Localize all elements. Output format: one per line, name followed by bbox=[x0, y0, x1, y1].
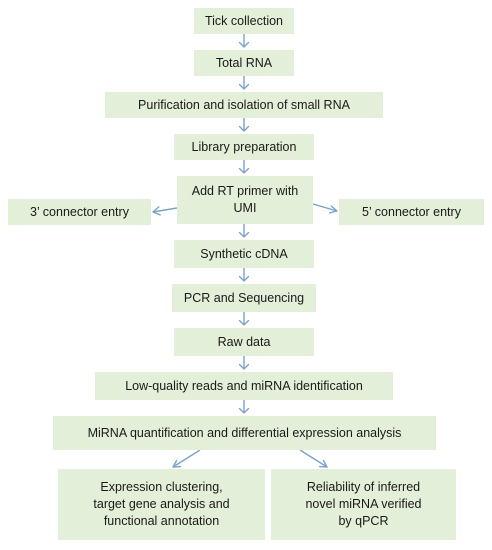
arrow-pcr-to-raw bbox=[238, 312, 250, 326]
arrow-quantification-to-clustering bbox=[172, 449, 201, 468]
pcr-sequencing-box: PCR and Sequencing bbox=[172, 284, 316, 312]
arrow-raw-to-lowquality bbox=[238, 356, 250, 370]
total-rna-box: Total RNA bbox=[194, 50, 294, 76]
arrow-rt-primer-to-5-connector bbox=[312, 203, 338, 214]
reliability-box: Reliability of inferred novel miRNA veri… bbox=[271, 469, 456, 540]
three-prime-connector-box: 3’ connector entry bbox=[8, 199, 151, 225]
arrow-cdna-to-pcr bbox=[238, 268, 250, 282]
arrow-rt-primer-to-3-connector bbox=[152, 206, 178, 216]
arrow-rt-primer-to-cdna bbox=[238, 224, 250, 238]
five-prime-connector-box: 5’ connector entry bbox=[339, 199, 484, 225]
quantification-box: MiRNA quantification and differential ex… bbox=[53, 416, 436, 450]
arrow-lowquality-to-quantification bbox=[238, 400, 250, 414]
purification-box: Purification and isolation of small RNA bbox=[105, 92, 383, 118]
synthetic-cdna-box: Synthetic cDNA bbox=[174, 240, 314, 268]
library-preparation-box: Library preparation bbox=[174, 134, 314, 160]
arrow-quantification-to-reliability bbox=[299, 449, 328, 468]
add-rt-primer-box: Add RT primer with UMI bbox=[177, 176, 313, 224]
arrow-total-to-purification bbox=[238, 76, 250, 90]
arrow-tick-to-total bbox=[238, 34, 250, 48]
expression-clustering-box: Expression clustering, target gene analy… bbox=[58, 469, 265, 540]
low-quality-reads-box: Low-quality reads and miRNA identificati… bbox=[95, 372, 393, 400]
tick-collection-box: Tick collection bbox=[194, 8, 294, 34]
arrow-library-to-rt-primer bbox=[238, 160, 250, 174]
arrow-purification-to-library bbox=[238, 118, 250, 132]
raw-data-box: Raw data bbox=[174, 328, 314, 356]
